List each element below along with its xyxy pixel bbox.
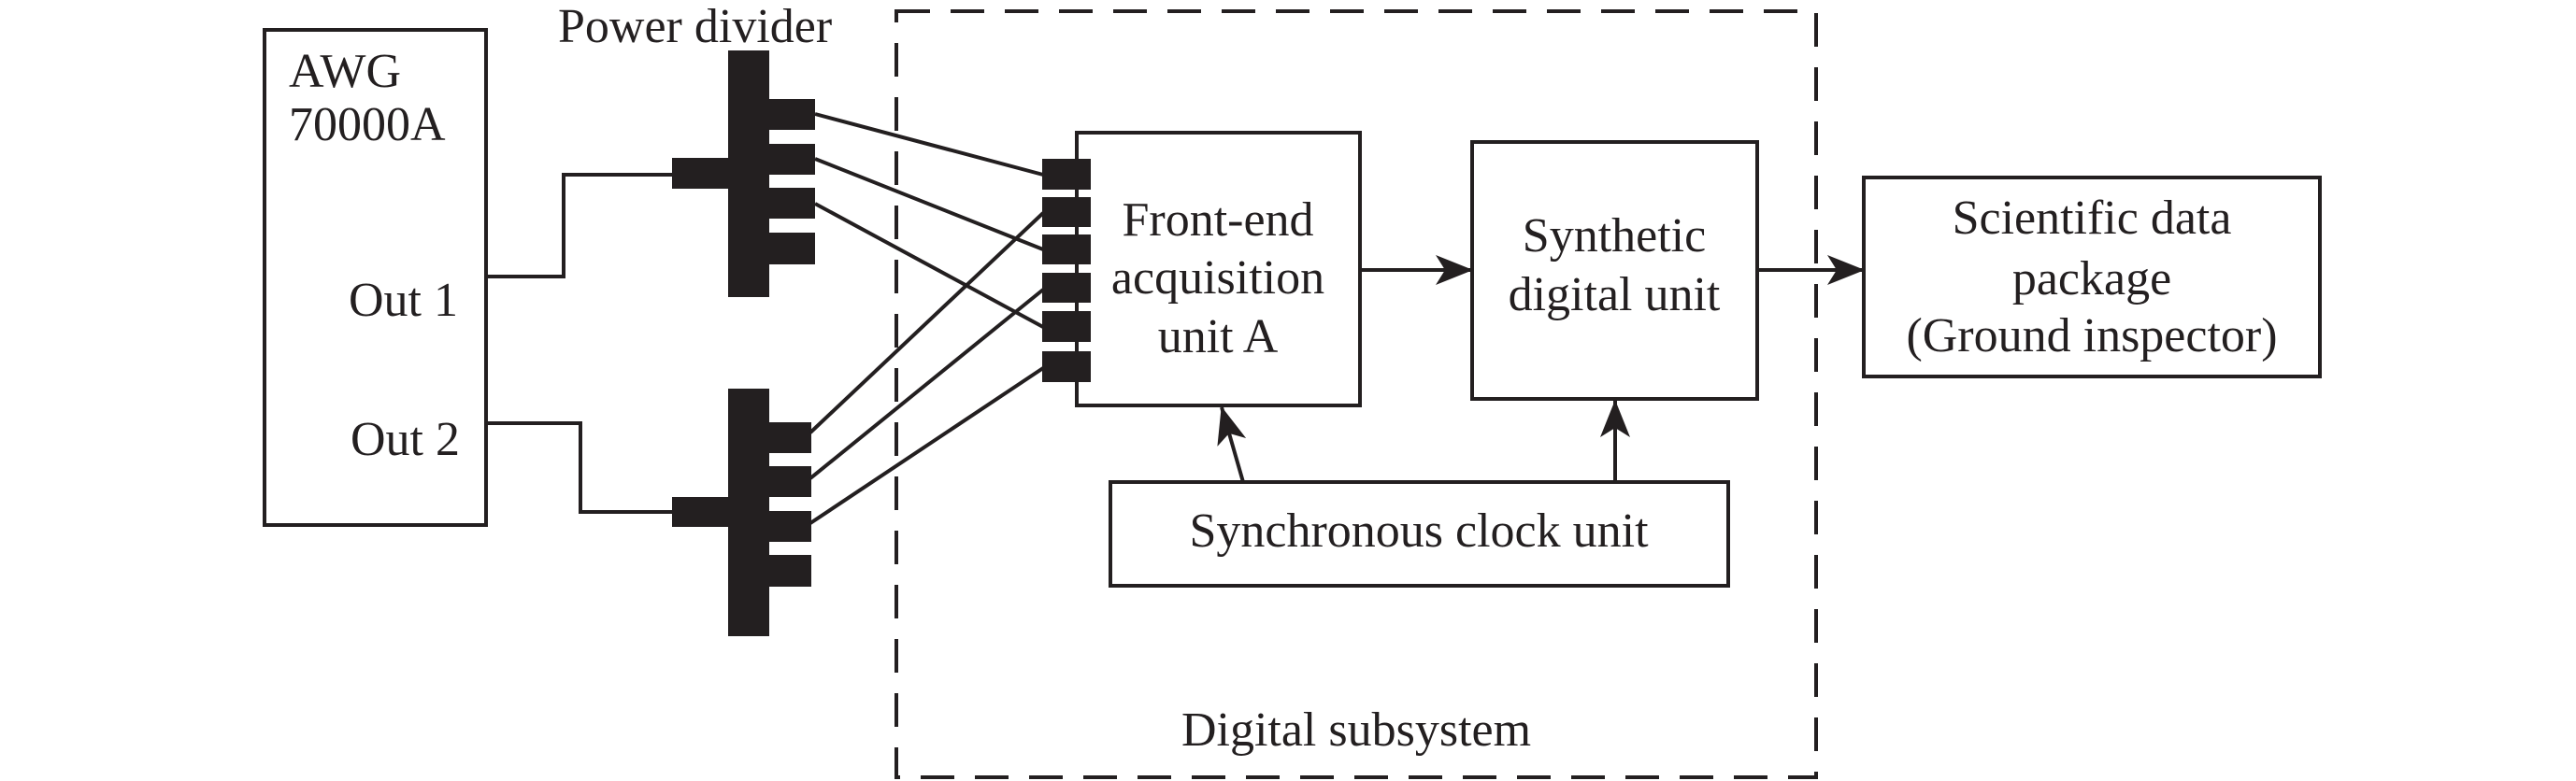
cable-upper3-to-connector5 xyxy=(814,202,1044,329)
front-end-label-line3: unit A xyxy=(1158,310,1279,363)
cable-lower2-to-connector4 xyxy=(809,288,1045,480)
front-end-connector xyxy=(1042,234,1091,264)
upper-divider-output-port xyxy=(767,144,815,175)
scientific-label-line2: package xyxy=(2012,252,2171,305)
scientific-label-line3: (Ground inspector) xyxy=(1906,309,2277,362)
front-end-connector xyxy=(1042,351,1091,382)
synthetic-digital-unit: Synthetic digital unit xyxy=(1470,140,1759,401)
awg-label-line1: AWG xyxy=(289,45,401,98)
lower-power-divider xyxy=(672,389,811,636)
front-end-connector xyxy=(1042,311,1091,342)
front-end-label-line2: acquisition xyxy=(1111,251,1324,305)
awg-out1-label: Out 1 xyxy=(349,274,458,327)
clock-label: Synchronous clock unit xyxy=(1189,504,1649,558)
lower-divider-input-port xyxy=(672,497,730,527)
digital-subsystem-boundary xyxy=(894,9,1818,779)
out2-wire xyxy=(486,421,673,514)
awg-out2-label: Out 2 xyxy=(351,413,460,466)
synthetic-label-line2: digital unit xyxy=(1509,268,1721,321)
awg-block: AWG 70000A Out 1 Out 2 xyxy=(263,28,488,527)
cable-upper2-to-connector3 xyxy=(814,157,1044,251)
front-end-label-line1: Front-end xyxy=(1122,193,1313,247)
upper-divider-output-port xyxy=(767,233,815,264)
upper-power-divider xyxy=(672,50,815,297)
lower-divider-output-port xyxy=(767,511,811,542)
lower-divider-output-port xyxy=(767,555,811,587)
cable-upper1-to-connector1 xyxy=(814,112,1044,177)
awg-label-line2: 70000A xyxy=(289,98,446,151)
lower-divider-output-port xyxy=(767,422,811,453)
front-end-acquisition-unit: Front-end acquisition unit A xyxy=(1042,131,1362,407)
upper-divider-output-port xyxy=(767,188,815,219)
upper-divider-output-port xyxy=(767,99,815,130)
front-end-connector xyxy=(1042,197,1091,227)
divider-cables xyxy=(809,112,1045,525)
lower-divider-output-port xyxy=(767,466,811,497)
front-end-connector xyxy=(1042,273,1091,303)
cable-lower3-to-connector6 xyxy=(809,366,1045,525)
synthetic-label-line1: Synthetic xyxy=(1523,209,1706,263)
front-end-connector xyxy=(1042,159,1091,190)
cable-lower1-to-connector2 xyxy=(809,211,1045,434)
upper-divider-input-port xyxy=(672,158,730,189)
scientific-label-line1: Scientific data xyxy=(1953,192,2232,245)
arrow-clock-to-frontend xyxy=(1217,406,1247,483)
power-divider-label: Power divider xyxy=(558,0,832,53)
synchronous-clock-unit: Synchronous clock unit xyxy=(1109,480,1730,588)
scientific-data-package: Scientific data package (Ground inspecto… xyxy=(1862,176,2322,378)
out1-wire xyxy=(486,173,673,278)
digital-subsystem-label: Digital subsystem xyxy=(1181,703,1531,757)
